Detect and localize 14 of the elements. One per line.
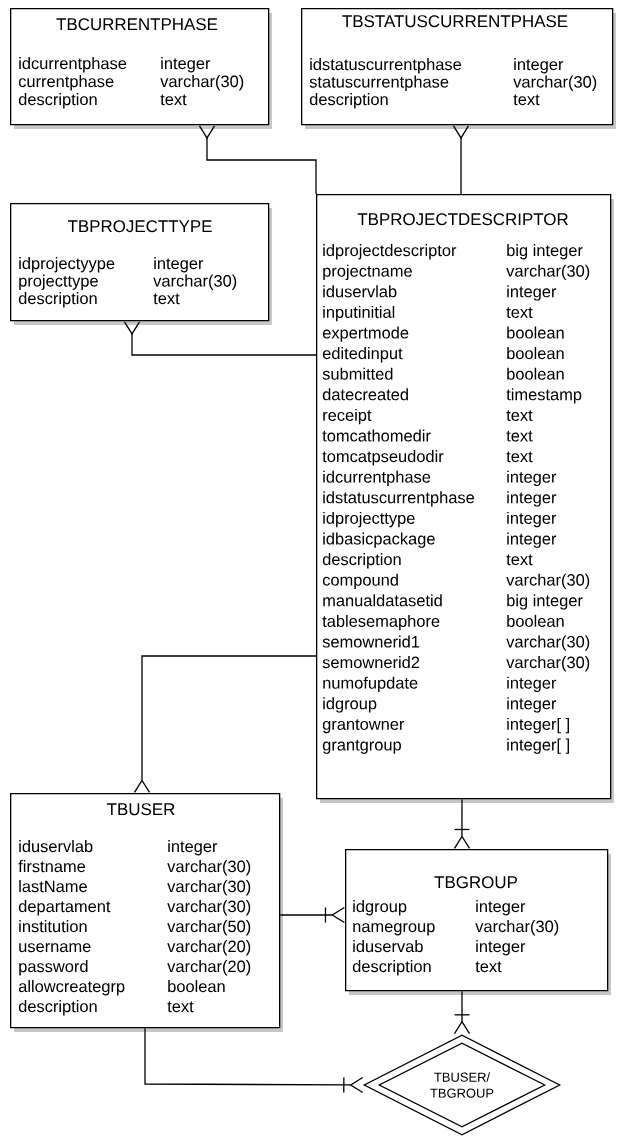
table-box: TBUSER iduservlab integer firstname varchar(30) lastName varchar(30) departament varchar(30) institution varchar(50) username varchar(20) password varchar(20) allowcreategrp boolean description text: [10, 793, 283, 1032]
relationship-line: [144, 1027, 364, 1094]
table-box: TBGROUP idgroup integer namegroup varchar(30) iduservab integer description text: [345, 849, 611, 995]
table-box: TBPROJECTDESCRIPTOR idprojectdescriptor big integer projectname varchar(30) iduservlab integer inputinitial text expertmode boolean editedinput boolean submitted boolean datecreated timestamp receipt text tomcathomedir text tomcatpseudodir text idcurrentphase integer idstatuscurrentphase integer idprojecttype integer idbasicpackage integer description text compound varchar(30) manualdatasetid big integer tablesemaphore boolean semownerid1 varchar(30) semownerid2 varchar(30) numofupdate integer idgroup integer grantowner integer[ ] grantgroup integer[ ]: [316, 194, 614, 803]
relationship-line: [279, 906, 345, 924]
relationship-line: [198, 125, 317, 195]
table-box: TBSTATUSCURRENTPHASE idstatuscurrentphase integer statuscurrentphase varchar(30) description text: [301, 8, 616, 129]
table-box: TBPROJECTTYPE idprojectyype integer projecttype varchar(30) description text: [10, 203, 272, 325]
table-box: TBCURRENTPHASE idcurrentphase integer currentphase varchar(30) description text: [10, 8, 272, 129]
relationship-line: [133, 655, 317, 793]
relationship-line: [453, 990, 471, 1035]
relationship-line: [123, 321, 317, 356]
relationship-line: [452, 125, 470, 195]
relationship-line: [453, 798, 471, 849]
